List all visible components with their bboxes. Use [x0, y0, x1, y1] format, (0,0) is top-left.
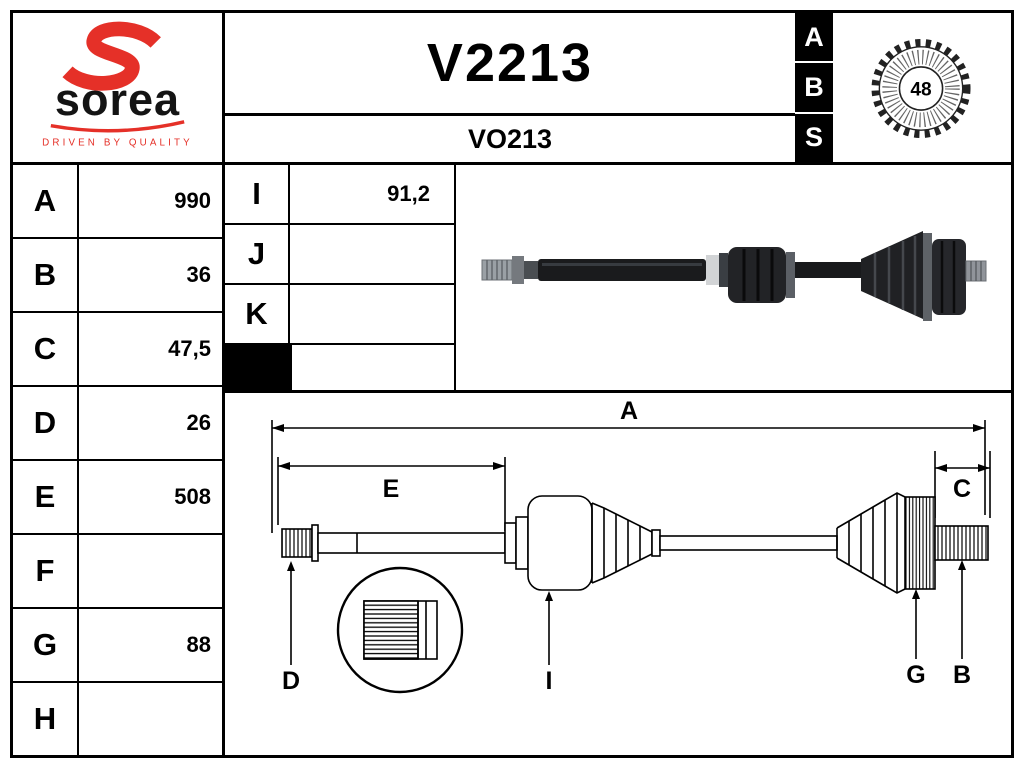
filler-space: [292, 345, 456, 390]
dim-c-label: C: [953, 475, 971, 503]
table-row: I 91,2: [225, 165, 456, 225]
dim-i-annotation: [545, 591, 553, 665]
dim-value-i: 91,2: [290, 165, 456, 223]
table-row: J: [225, 225, 456, 285]
dim-label-c: C: [13, 313, 79, 385]
dim-g-annotation: [912, 589, 920, 659]
table-row: K: [225, 285, 456, 345]
dim-label-j: J: [225, 225, 290, 283]
brand-logo: sorea DRIVEN BY QUALITY: [42, 21, 193, 148]
spline-detail-circle: [336, 566, 464, 694]
abs-indicator: A B S: [795, 13, 833, 165]
dim-d-annotation: [287, 561, 295, 665]
table-row: H: [13, 683, 222, 755]
dim-value-f: [79, 535, 222, 607]
photo-shaft: [538, 259, 706, 281]
table-row: A 990: [13, 165, 222, 239]
abs-letter-a: A: [795, 13, 833, 62]
dim-b-label: B: [953, 661, 971, 689]
dim-label-d: D: [13, 387, 79, 459]
abs-letter-s: S: [795, 113, 833, 162]
photo-outer-joint: [932, 239, 966, 315]
dim-label-i: I: [225, 165, 290, 223]
dim-value-b: 36: [186, 262, 211, 287]
oem-reference: VO213: [467, 123, 553, 154]
dim-value-d: 26: [186, 410, 211, 435]
part-title-box: V2213 VO213: [225, 13, 795, 165]
dim-label-g: G: [13, 609, 79, 681]
dim-c-annotation: [934, 451, 991, 518]
dim-d-label: D: [282, 667, 300, 695]
gear-icon: 48: [871, 38, 971, 138]
technical-drawing-box: A E C: [225, 390, 1011, 755]
datasheet-sheet: sorea DRIVEN BY QUALITY V2213 VO213 A B …: [10, 10, 1014, 758]
dim-e-label: E: [383, 475, 400, 503]
dim-g-label: G: [906, 661, 925, 689]
abs-ring-box: 48: [833, 13, 1011, 165]
dim-value-a: 990: [174, 188, 211, 213]
photo-outer-boot: [861, 231, 923, 319]
dim-value-h: [79, 683, 222, 755]
photo-inner-joint: [728, 247, 786, 303]
table-row: E 508: [13, 461, 222, 535]
dim-label-f: F: [13, 535, 79, 607]
brand-underline-swoosh: [50, 120, 185, 133]
brand-logo-mark: [62, 21, 161, 91]
dim-label-k: K: [225, 285, 290, 343]
dim-i-label: I: [546, 667, 553, 695]
photo-left-stub: [481, 259, 513, 281]
dim-label-h: H: [13, 683, 79, 755]
dim-e-annotation: [277, 457, 506, 531]
table-filler-row: [225, 345, 456, 390]
dim-label-e: E: [13, 461, 79, 533]
dim-value-c: 47,5: [168, 336, 211, 361]
spec-table-mid: I 91,2 J K: [225, 165, 456, 390]
abs-letter-b: B: [795, 63, 833, 112]
dim-label-a: A: [13, 165, 79, 237]
dim-a-annotation: [271, 420, 986, 533]
dim-label-b: B: [13, 239, 79, 311]
table-row: F: [13, 535, 222, 609]
part-reference: V2213: [426, 33, 594, 93]
table-row: D 26: [13, 387, 222, 461]
title-divider: [225, 113, 795, 116]
table-row: C 47,5: [13, 313, 222, 387]
brand-logo-box: sorea DRIVEN BY QUALITY: [13, 13, 225, 165]
spec-table-left: A 990 B 36 C 47,5 D 26 E 508 F: [13, 165, 225, 755]
dim-b-annotation: [958, 560, 966, 659]
dim-value-k: [290, 285, 456, 343]
black-filler-block: [225, 345, 292, 390]
table-row: G 88: [13, 609, 222, 683]
driveshaft-diagram: A E C: [271, 397, 991, 695]
dim-a-label: A: [620, 397, 638, 425]
dim-value-e: 508: [174, 484, 211, 509]
product-photo-box: [456, 165, 1011, 390]
dim-value-j: [290, 225, 456, 283]
dim-value-g: 88: [186, 632, 211, 657]
brand-name: sorea: [55, 74, 180, 125]
axle-outline: [281, 492, 989, 594]
table-row: B 36: [13, 239, 222, 313]
brand-tagline: DRIVEN BY QUALITY: [42, 137, 193, 148]
abs-teeth-count: 48: [910, 79, 932, 100]
photo-right-stub: [965, 260, 987, 282]
driveshaft-photo: [456, 165, 1011, 390]
